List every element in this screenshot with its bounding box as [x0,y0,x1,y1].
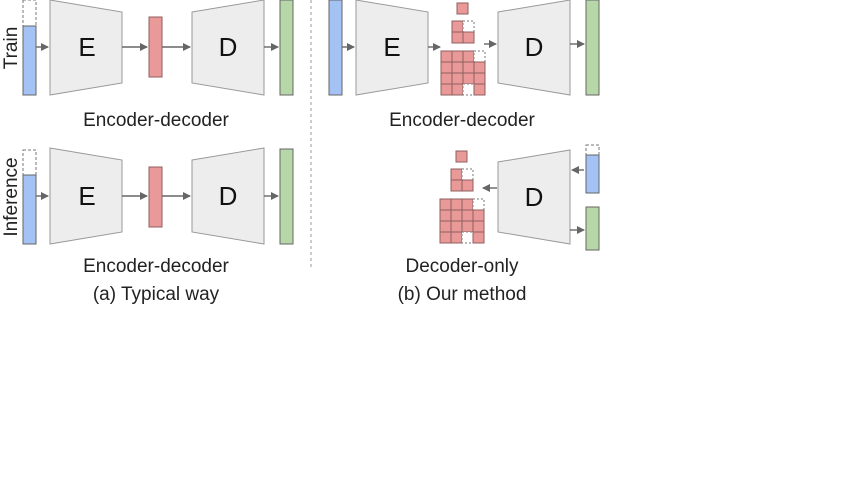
input-bar [585,154,600,194]
latent-token [450,209,463,222]
latent-token [451,50,464,63]
latent-token [451,20,464,33]
latent-token [439,198,452,211]
latent-token [473,83,486,96]
decoder-block [497,0,571,96]
latent-token [455,150,468,163]
masked-token [461,168,474,181]
latent-token [472,209,485,222]
decoder-block [497,149,571,245]
input-mask-placeholder [22,149,37,176]
latent-token [440,72,453,85]
latent-token [461,209,474,222]
panel-a-inference: E D [22,147,294,245]
masked-token [461,231,474,244]
latent-token [450,179,463,192]
encoder-block [355,0,429,96]
latent-token [462,72,475,85]
latent-token [439,209,452,222]
latent-token [451,83,464,96]
panel-a-train: E D [22,0,294,96]
latent-pyramid [440,2,486,96]
latent-token [461,220,474,233]
decoder-label: D [219,181,238,211]
row-label-train: Train [1,27,22,70]
latent-token [450,220,463,233]
panel-a-inference-label: Encoder-decoder [83,256,229,277]
latent-bar [148,16,163,78]
latent-token [440,83,453,96]
latent-token [461,198,474,211]
latent-token [473,72,486,85]
output-bar [279,0,294,96]
panel-b-caption: (b) Our method [398,284,527,305]
latent-token [450,231,463,244]
input-bar [22,25,37,96]
panel-b-inference-label: Decoder-only [406,256,519,277]
latent-token [472,220,485,233]
latent-bar [148,166,163,228]
panel-a-train-label: Encoder-decoder [83,110,229,131]
latent-token [462,31,475,44]
panel-b-train: E D [328,0,600,96]
latent-token [450,198,463,211]
latent-token [450,168,463,181]
decoder-label: D [525,32,544,62]
panel-a-caption: (a) Typical way [93,284,220,305]
encoder-label: E [383,32,400,62]
latent-token [462,61,475,74]
latent-token [451,61,464,74]
latent-token [456,2,469,15]
latent-token [451,72,464,85]
latent-token [440,61,453,74]
encoder-label: E [78,32,95,62]
decoder-label: D [525,182,544,212]
encoder-block [49,0,123,96]
masked-token [462,83,475,96]
input-mask-placeholder [585,144,600,156]
latent-pyramid [439,150,485,244]
panel-b-inference: D [439,144,600,251]
input-bar [22,174,37,245]
output-bar [585,0,600,96]
input-bar [328,0,343,96]
latent-token [440,50,453,63]
decoder-label: D [219,32,238,62]
encoder-block [49,147,123,245]
latent-token [439,231,452,244]
panel-b-train-label: Encoder-decoder [389,110,535,131]
output-bar [279,148,294,245]
encoder-label: E [78,181,95,211]
latent-token [462,50,475,63]
decoder-block [191,0,265,96]
masked-token [462,20,475,33]
latent-token [439,220,452,233]
latent-token [472,231,485,244]
latent-token [451,31,464,44]
input-mask-placeholder [22,0,37,27]
output-bar [585,206,600,251]
masked-token [472,198,485,211]
masked-token [473,50,486,63]
latent-token [473,61,486,74]
decoder-block [191,147,265,245]
latent-token [461,179,474,192]
row-label-inference: Inference [1,157,22,236]
